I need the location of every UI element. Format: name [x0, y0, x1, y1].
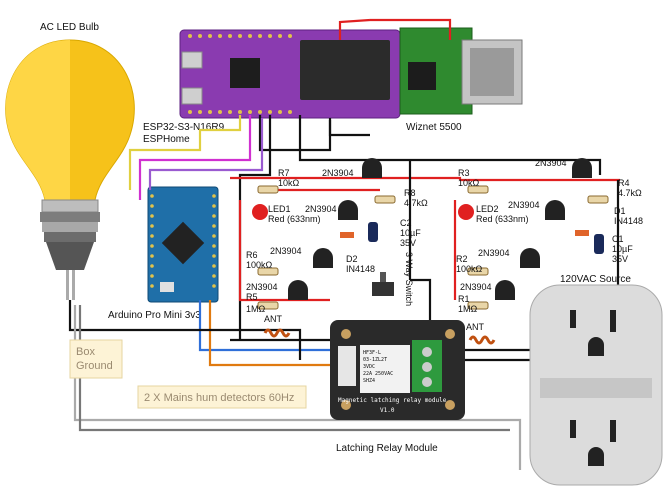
r6-label: R6	[246, 250, 258, 260]
three-way-switch	[372, 272, 394, 296]
led2-label: LED2	[476, 204, 499, 214]
mains-detectors-note	[137, 385, 307, 409]
q-right-a-label: 2N3904	[535, 158, 567, 168]
d2-label: D2	[346, 254, 358, 264]
relay-chip-l3: 3VDC	[363, 364, 375, 370]
r2-value: 100kΩ	[456, 264, 483, 274]
relay-chip-l5: SHZ4	[363, 378, 375, 384]
r5-label: R5	[246, 292, 258, 302]
wiznet-module	[399, 27, 523, 115]
r3-value: 10kΩ	[458, 178, 480, 188]
r6-value: 100kΩ	[246, 260, 273, 270]
q-right-d-label: 2N3904	[460, 282, 492, 292]
switch-label: 3 Way Switch	[404, 252, 414, 306]
ant1-label: ANT	[264, 314, 283, 324]
r3-label: R3	[458, 168, 470, 178]
q-left-b-label: 2N3904	[305, 204, 337, 214]
led2-value: Red (633nm)	[476, 214, 529, 224]
c2-label: C2	[400, 218, 412, 228]
source-label: 120VAC Source	[560, 274, 631, 285]
r1-label: R1	[458, 294, 470, 304]
outlet	[529, 284, 663, 486]
r8-value: 4.7kΩ	[404, 198, 428, 208]
arduino-label: Arduino Pro Mini 3v3	[108, 310, 201, 321]
transistors	[288, 158, 592, 300]
led1-value: Red (633nm)	[268, 214, 321, 224]
relay-module-label: Latching Relay Module	[336, 443, 438, 454]
relay-chip-l2: 03-1ZL2T	[363, 357, 387, 363]
resistors	[257, 185, 609, 310]
ant2-label: ANT	[466, 322, 485, 332]
box-ground-line2: Ground	[76, 360, 113, 372]
relay-chip-l1: HF3F-L	[363, 350, 381, 356]
relay-module	[330, 320, 465, 420]
c1-label: C1	[612, 234, 624, 244]
r1-value: 1MΩ	[458, 304, 478, 314]
bulb-label: AC LED Bulb	[40, 22, 99, 33]
q-left-d-label: 2N3904	[246, 282, 278, 292]
r7-value: 10kΩ	[278, 178, 300, 188]
c1-value: 10µF	[612, 244, 633, 254]
q-right-b-label: 2N3904	[508, 200, 540, 210]
relay-board-text: Magnetic latching relay module	[338, 397, 447, 404]
esphome-label: ESPHome	[143, 134, 190, 145]
r7-label: R7	[278, 168, 290, 178]
esp32-label: ESP32-S3-N16R9	[143, 122, 225, 133]
relay-version: V1.0	[380, 407, 395, 414]
d1-value: IN4148	[614, 216, 643, 226]
box-ground-note	[69, 339, 123, 379]
ac-led-bulb	[5, 39, 135, 300]
r4-label: R4	[618, 178, 630, 188]
r4-value: 4.7kΩ	[618, 188, 642, 198]
q-left-c-label: 2N3904	[270, 246, 302, 256]
led1-label: LED1	[268, 204, 291, 214]
d2-value: IN4148	[346, 264, 375, 274]
d1-label: D1	[614, 206, 626, 216]
esp32-board	[179, 29, 401, 119]
c1-voltage: 35V	[612, 254, 628, 264]
q-right-c-label: 2N3904	[478, 248, 510, 258]
r2-label: R2	[456, 254, 468, 264]
c2-value: 10µF	[400, 228, 421, 238]
arduino-board	[147, 186, 219, 303]
passives	[252, 204, 604, 345]
mains-detectors-text: 2 X Mains hum detectors 60Hz	[144, 392, 294, 404]
box-ground-line1: Box	[76, 346, 95, 358]
c2-voltage: 35V	[400, 238, 416, 248]
wiznet-label: Wiznet 5500	[406, 122, 462, 133]
q-left-a-label: 2N3904	[322, 168, 354, 178]
relay-chip-l4: 22A 250VAC	[363, 371, 393, 377]
r8-label: R8	[404, 188, 416, 198]
r5-value: 1MΩ	[246, 304, 266, 314]
